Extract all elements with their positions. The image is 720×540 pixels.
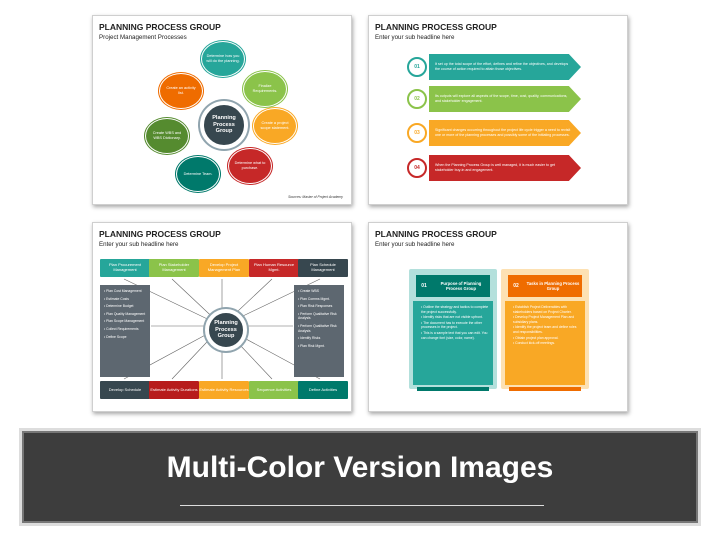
card-heading: Purpose of Planning Process Group (440, 281, 482, 291)
card-bullet: Develop Project Management Plan and subs… (513, 315, 581, 324)
banner-title: Multi-Color Version Images (166, 451, 554, 484)
slide-subtitle: Enter your sub headline here (375, 34, 455, 41)
card-bullet: Conduct kick-off meetings. (513, 341, 581, 346)
slide-title: PLANNING PROCESS GROUP (375, 229, 497, 239)
step-number: 02 (407, 89, 427, 109)
process-petal: Determine how you will do the planning. (201, 41, 245, 77)
process-box: Plan Human Resource Mgmt. (249, 259, 299, 277)
process-petal: Create a project scope statement. (253, 108, 297, 144)
card-header: 01 Purpose of Planning Process Group (416, 275, 490, 297)
banner-underline (180, 505, 544, 506)
title-banner: Multi-Color Version Images (22, 431, 698, 523)
process-petal: Determine what to purchase. (228, 148, 272, 184)
process-box: Plan Stakeholder Management (149, 259, 199, 277)
card-bullet: Identify the project team and define rol… (513, 325, 581, 334)
step-number: 04 (407, 158, 427, 178)
process-box: Define Activities (298, 381, 348, 399)
card-bullet: Obtain project plan approval. (513, 336, 581, 341)
card-base (417, 387, 489, 391)
list-item: Plan Quality Management (104, 312, 146, 317)
card-number: 02 (513, 283, 519, 289)
slide-subtitle: Enter your sub headline here (99, 241, 179, 248)
process-petal: Determine Team. (176, 156, 220, 192)
list-item: Plan Scope Management (104, 319, 146, 324)
list-item: Plan Cost Management (104, 289, 146, 294)
list-item: Determine Budget (104, 304, 146, 309)
card-bullet: The document has to execute the other pr… (421, 321, 489, 330)
left-process-list: Plan Cost ManagementEstimate CostsDeterm… (100, 285, 150, 377)
info-card: 01 Purpose of Planning Process GroupOutli… (409, 269, 497, 394)
card-bullet: Establish Project Deliverables with stak… (513, 305, 581, 314)
list-item: Collect Requirements (104, 327, 146, 332)
process-box: Develop Schedule (100, 381, 150, 399)
process-box: Plan Schedule Management (298, 259, 348, 277)
slide-subtitle: Enter your sub headline here (375, 241, 455, 248)
card-bullet: Identify risks that are not visible upfr… (421, 315, 489, 320)
slide-thumbnail-2[interactable]: PLANNING PROCESS GROUP Enter your sub he… (368, 15, 628, 205)
list-item: Identify Risks (298, 336, 340, 341)
info-card: 02 Tasks in Planning Process GroupEstabli… (501, 269, 589, 394)
slide-thumbnail-3[interactable]: PLANNING PROCESS GROUP Enter your sub he… (92, 222, 352, 412)
card-body: Outline the strategy and tactics to comp… (413, 301, 493, 385)
source-note: Sources: Master of Project Academy (288, 195, 343, 199)
list-item: Define Scope (104, 335, 146, 340)
list-item: Plan Risk Responses (298, 304, 340, 309)
slide-title: PLANNING PROCESS GROUP (375, 22, 497, 32)
process-petal: Create an activity list. (159, 73, 203, 109)
card-bullet: Outline the strategy and tactics to comp… (421, 305, 489, 314)
card-heading: Tasks in Planning Process Group (526, 281, 580, 291)
list-item: Perform Qualitative Risk Analysis (298, 312, 340, 321)
process-box: Develop Project Management Plan (199, 259, 249, 277)
list-item: Plan Comms Mgmt. (298, 297, 340, 302)
step-number: 03 (407, 123, 427, 143)
card-base (509, 387, 581, 391)
center-hub: Planning Process Group (200, 101, 248, 149)
step-ribbon: Significant changes occurring throughout… (429, 120, 581, 146)
process-box: Estimate Activity Durations (149, 381, 199, 399)
step-ribbon: When the Planning Process Group is well … (429, 155, 581, 181)
slide-title: PLANNING PROCESS GROUP (99, 22, 221, 32)
card-number: 01 (421, 283, 427, 289)
step-ribbon: It set up the total scope of the effort,… (429, 54, 581, 80)
process-petal: Create WBS and WBS Dictionary. (145, 118, 189, 154)
slide-subtitle: Project Management Processes (99, 34, 187, 41)
card-body: Establish Project Deliverables with stak… (505, 301, 585, 385)
list-item: Create WBS (298, 289, 340, 294)
step-number: 01 (407, 57, 427, 77)
list-item: Estimate Costs (104, 297, 146, 302)
slide-thumbnail-4[interactable]: PLANNING PROCESS GROUP Enter your sub he… (368, 222, 628, 412)
center-hub: Planning Process Group (205, 309, 247, 351)
process-box: Sequence Activities (249, 381, 299, 399)
right-process-list: Create WBS Plan Comms Mgmt. Plan Risk Resp… (294, 285, 344, 377)
slide-title: PLANNING PROCESS GROUP (99, 229, 221, 239)
step-ribbon: Its outputs will explore all aspects of … (429, 86, 581, 112)
process-petal: Finalize Requirements. (243, 71, 287, 107)
process-box: Plan Procurement Management (100, 259, 150, 277)
list-item: Perform Qualitative Risk Analysis (298, 324, 340, 333)
card-header: 02 Tasks in Planning Process Group (508, 275, 582, 297)
slide-thumbnail-1[interactable]: PLANNING PROCESS GROUP Project Managemen… (92, 15, 352, 205)
process-box: Estimate Activity Resources (199, 381, 249, 399)
list-item: Plan Risk Mgmt. (298, 344, 340, 349)
card-bullet: This is a sample text that you can edit.… (421, 331, 489, 340)
